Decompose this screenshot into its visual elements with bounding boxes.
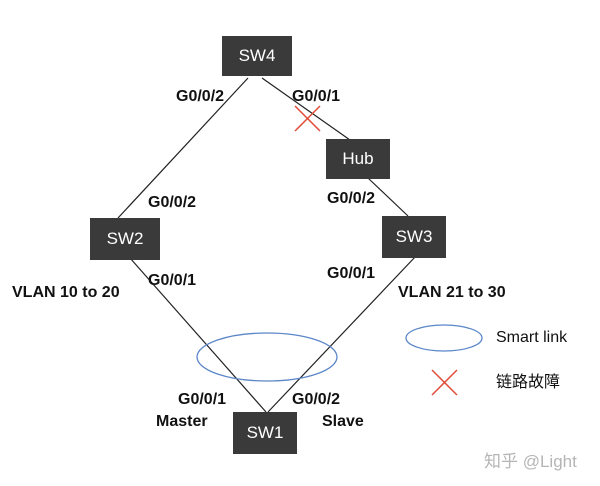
port-label-hub-bottom: G0/0/2 <box>327 190 376 207</box>
link-sw3-sw1 <box>267 255 417 413</box>
link-sw4-hub <box>261 77 351 141</box>
port-label-sw1-right: G0/0/2 <box>292 391 341 408</box>
switch-sw3-label: SW3 <box>395 227 433 246</box>
switch-sw4: SW4 <box>222 36 292 76</box>
switch-sw1: SW1 <box>233 412 297 454</box>
role-label-master: Master <box>156 413 208 430</box>
port-label-sw2-top: G0/0/2 <box>148 194 197 211</box>
switch-sw2: SW2 <box>90 218 160 260</box>
switch-sw1-label: SW1 <box>246 423 284 442</box>
link-hub-sw3 <box>367 177 409 217</box>
link-failure-mark <box>294 105 321 132</box>
switch-sw4-label: SW4 <box>238 46 276 65</box>
legend-smart-link-icon <box>405 324 483 352</box>
legend-failure-icon <box>431 369 458 396</box>
watermark: 知乎 @Light <box>484 452 577 471</box>
switch-sw2-label: SW2 <box>106 229 144 248</box>
vlan-label-left: VLAN 10 to 20 <box>12 284 120 301</box>
port-label-sw3-bottom: G0/0/1 <box>327 265 376 282</box>
port-label-sw2-bottom: G0/0/1 <box>148 272 197 289</box>
port-label-sw4-left: G0/0/2 <box>176 88 225 105</box>
port-label-sw4-right: G0/0/1 <box>292 88 341 105</box>
legend-link-failure-label: 链路故障 <box>496 374 561 391</box>
link-sw4-sw2 <box>117 77 249 219</box>
smart-link-ellipse <box>196 332 338 382</box>
link-sw2-sw1 <box>129 257 267 413</box>
hub-label: Hub <box>342 149 374 168</box>
hub-node: Hub <box>326 139 390 179</box>
legend-smart-link-label: Smart link <box>496 329 568 346</box>
vlan-label-right: VLAN 21 to 30 <box>398 284 506 301</box>
role-label-slave: Slave <box>322 413 364 430</box>
switch-sw3: SW3 <box>382 216 446 258</box>
port-label-sw1-left: G0/0/1 <box>178 391 227 408</box>
